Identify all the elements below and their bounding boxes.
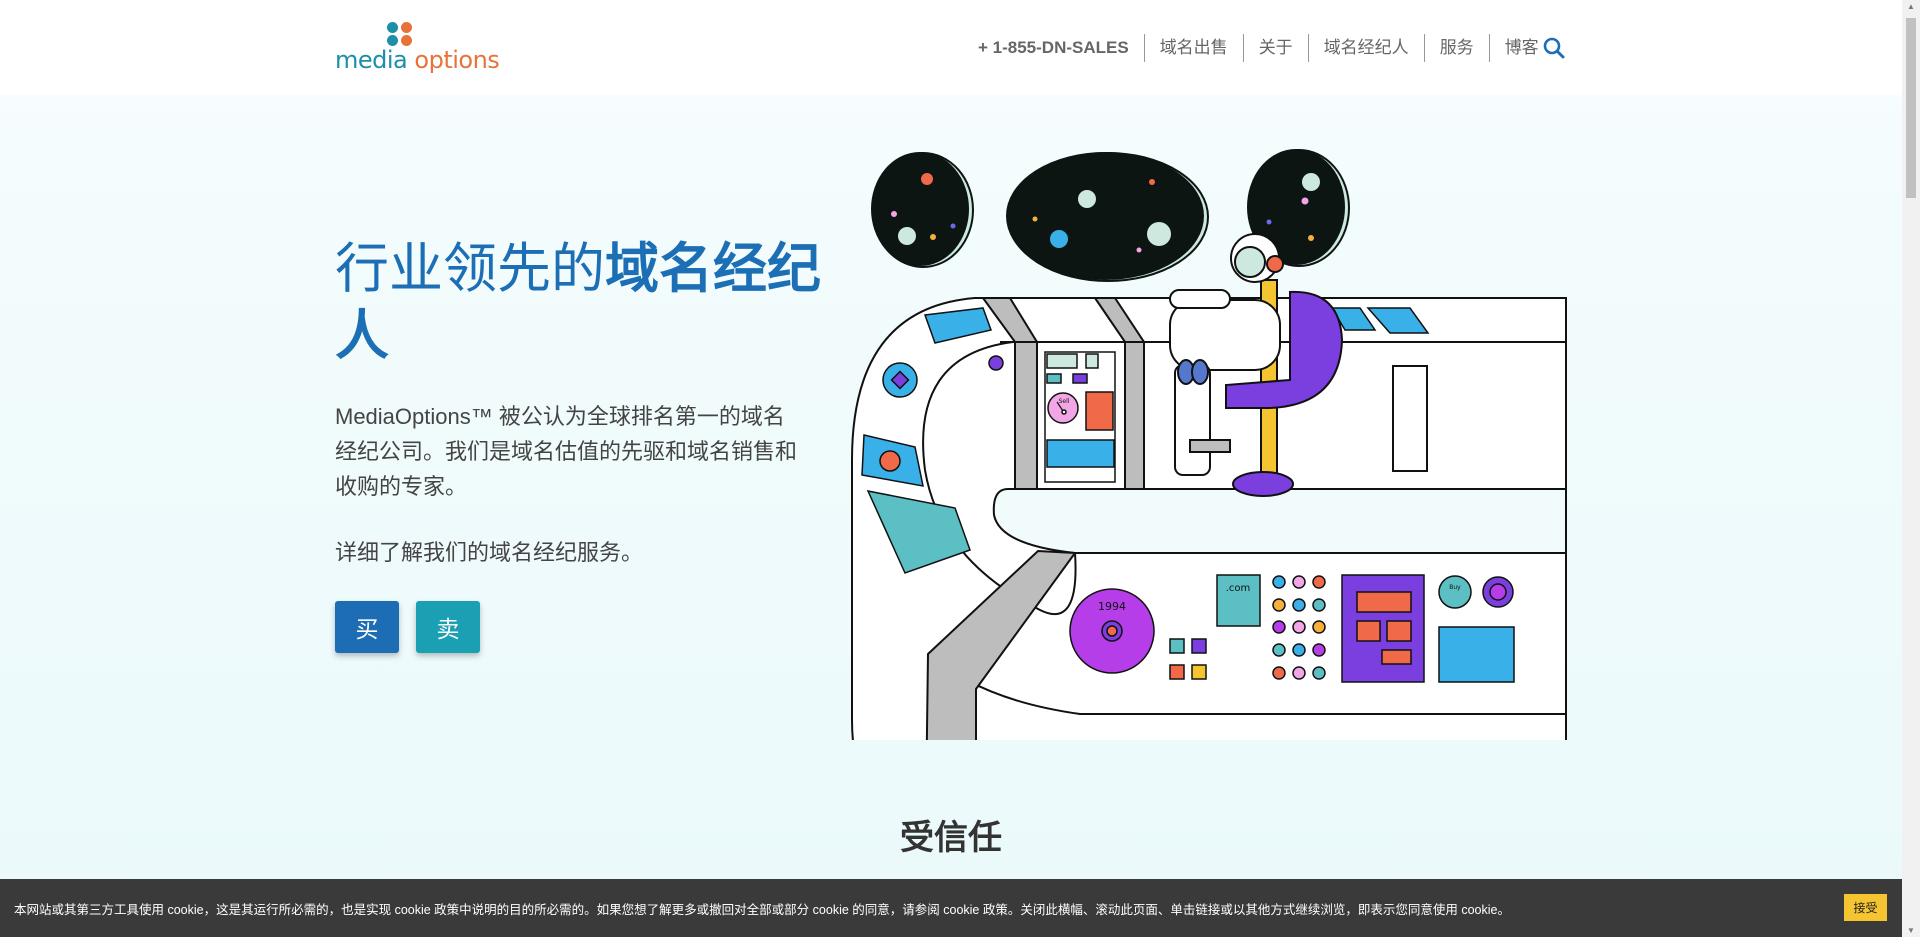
- scroll-down-icon[interactable]: ▼: [1907, 926, 1915, 935]
- nav-phone-link[interactable]: + 1-855-DN-SALES: [978, 38, 1129, 57]
- hero-description: MediaOptions™ 被公认为全球排名第一的域名经纪公司。我们是域名估值的…: [335, 404, 798, 499]
- console-button: [1292, 643, 1306, 657]
- sell-button[interactable]: 卖: [416, 601, 480, 653]
- nav-item-brokerage[interactable]: 域名经纪人: [1307, 34, 1424, 62]
- main-nav: + 1-855-DN-SALES 域名出售 关于 域名经纪人 服务 博客: [972, 33, 1554, 63]
- dial-label: 1994: [1098, 600, 1126, 613]
- upper-panels: Sell: [861, 307, 1430, 574]
- console-button: [1272, 666, 1286, 680]
- cookie-banner: 本网站或其第三方工具使用 cookie，这是其运行所必需的，也是实现 cooki…: [0, 879, 1902, 937]
- nav-item-about[interactable]: 关于: [1242, 34, 1308, 62]
- console-button: [1312, 575, 1326, 589]
- logo-text: media options: [335, 46, 500, 74]
- nav-item-services[interactable]: 服务: [1423, 34, 1489, 62]
- space-windows: [871, 149, 1350, 282]
- console-button: [1292, 666, 1306, 680]
- console-button: [1312, 643, 1326, 657]
- sell-knob-label: Sell: [1059, 398, 1070, 405]
- brokerage-link[interactable]: 详细了解我们的域名经纪服务。: [335, 540, 644, 565]
- scroll-up-icon[interactable]: ▲: [1907, 2, 1915, 11]
- console-button: [1272, 643, 1286, 657]
- lower-panel: 1994 .com Buy: [1069, 574, 1515, 683]
- nav-item-domains-for-sale[interactable]: 域名出售: [1143, 34, 1243, 62]
- console-button: [1312, 598, 1326, 612]
- nav-item-blog[interactable]: 博客: [1488, 34, 1554, 62]
- trusted-heading: 受信任: [900, 819, 1002, 857]
- hero-title: 行业领先的域名经纪人: [335, 239, 821, 366]
- buy-knob-label: Buy: [1449, 584, 1461, 591]
- control-room-illustration: Sell 1994 .com Buy: [851, 149, 1567, 740]
- scrollbar-thumb[interactable]: [1906, 18, 1916, 198]
- page-scrollbar[interactable]: ▲ ▼: [1902, 0, 1920, 937]
- console-button: [1292, 620, 1306, 634]
- search-icon[interactable]: [1542, 36, 1566, 60]
- astronaut: [1169, 233, 1344, 497]
- buy-button[interactable]: 买: [335, 601, 399, 653]
- cookie-message: 本网站或其第三方工具使用 cookie，这是其运行所必需的，也是实现 cooki…: [14, 902, 1510, 917]
- console-button: [1272, 575, 1286, 589]
- console-button: [1272, 620, 1286, 634]
- console-button: [1312, 666, 1326, 680]
- console-button: [1272, 598, 1286, 612]
- console-button: [1312, 620, 1326, 634]
- console-button: [1292, 575, 1306, 589]
- console-button: [1292, 598, 1306, 612]
- screen-label: .com: [1226, 583, 1251, 594]
- logo[interactable]: media options: [335, 22, 500, 74]
- accept-cookies-button[interactable]: 接受: [1844, 894, 1887, 921]
- site-header: media options + 1-855-DN-SALES 域名出售 关于 域…: [0, 0, 1902, 95]
